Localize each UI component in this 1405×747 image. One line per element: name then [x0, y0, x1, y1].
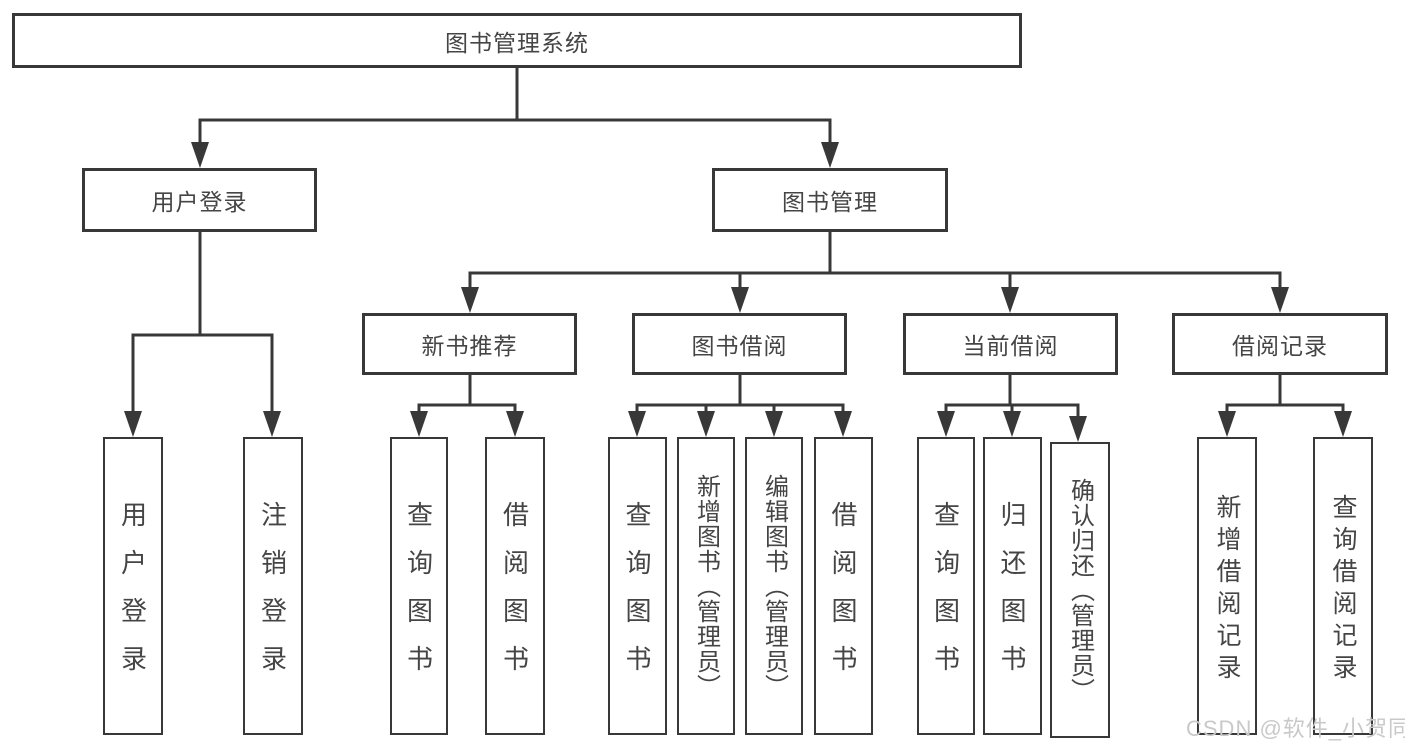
leaf-query-books-2: 查询图书: [608, 437, 667, 735]
leaf-query-borrow-record: 查询借阅记录: [1313, 437, 1373, 735]
node-borrowing-records: 借阅记录: [1172, 313, 1388, 375]
node-book-borrowing: 图书借阅: [632, 313, 847, 375]
leaf-add-borrow-record: 新增借阅记录: [1197, 437, 1257, 735]
node-label: 借阅记录: [1232, 333, 1328, 359]
node-root-system: 图书管理系统: [12, 13, 1022, 68]
leaf-query-books-1: 查询图书: [390, 437, 448, 735]
leaf-borrow-books-2: 借阅图书: [814, 437, 873, 735]
leaf-label: 查询图书: [930, 501, 961, 693]
leaf-label: 用户登录: [117, 501, 148, 693]
node-new-book-recommend: 新书推荐: [362, 313, 577, 375]
leaf-label: 新增借阅记录: [1213, 493, 1241, 686]
leaf-edit-books-admin: 编辑图书（管理员）: [745, 437, 803, 735]
leaf-label: 查询图书: [403, 501, 434, 693]
leaf-add-books-admin: 新增图书（管理员）: [677, 437, 735, 735]
leaf-return-books: 归还图书: [983, 437, 1042, 735]
leaf-label: 查询图书: [622, 501, 652, 693]
leaf-label: 新增图书（管理员）: [692, 474, 720, 699]
node-root-label: 图书管理系统: [445, 29, 589, 56]
leaf-label: 归还图书: [997, 501, 1027, 693]
node-label: 图书借阅: [691, 333, 788, 359]
leaf-label: 借阅图书: [499, 501, 530, 693]
node-current-borrowing: 当前借阅: [903, 313, 1118, 375]
node-label: 当前借阅: [962, 333, 1059, 359]
leaf-confirm-return-admin: 确认归还（管理员）: [1050, 442, 1110, 738]
leaf-borrow-books-1: 借阅图书: [485, 437, 545, 735]
leaf-label: 查询借阅记录: [1329, 493, 1357, 686]
leaf-query-books-3: 查询图书: [917, 437, 975, 735]
node-label: 图书管理: [782, 189, 878, 215]
leaf-logout: 注销登录: [243, 437, 303, 735]
leaf-label: 编辑图书（管理员）: [760, 474, 788, 699]
csdn-watermark: CSDN @软件_小贺同学: [1186, 716, 1405, 741]
node-book-management-module: 图书管理: [712, 168, 948, 232]
arrowheads: [124, 142, 1352, 442]
leaf-label: 注销登录: [257, 501, 288, 693]
leaf-user-login: 用户登录: [103, 437, 163, 735]
node-user-login-module: 用户登录: [82, 168, 317, 232]
node-label: 新书推荐: [421, 333, 518, 359]
leaf-label: 确认归还（管理员）: [1066, 478, 1094, 703]
node-label: 用户登录: [151, 189, 248, 215]
leaf-label: 借阅图书: [828, 501, 858, 693]
